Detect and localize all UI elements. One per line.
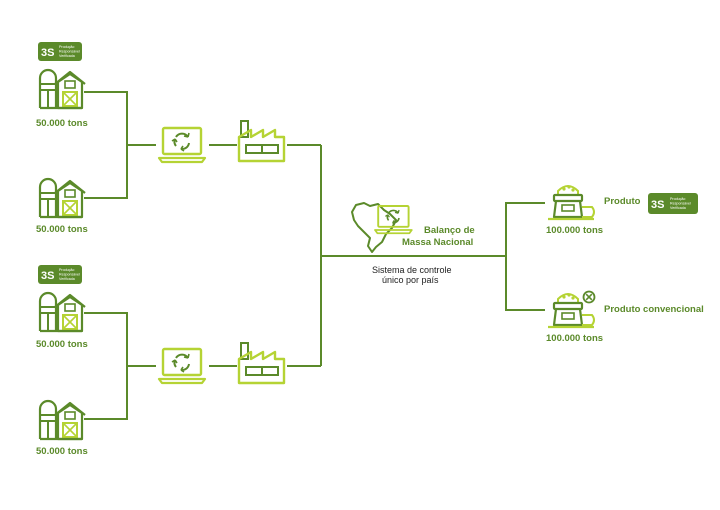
control-system-line2: único por país <box>382 275 439 285</box>
laptop-recycle-icon <box>157 126 207 164</box>
svg-text:Responsável: Responsável <box>59 50 80 54</box>
farm-4-tons: 50.000 tons <box>36 446 88 457</box>
mass-balance-title-line2: Massa Nacional <box>402 237 473 248</box>
svg-text:3S: 3S <box>651 199 664 211</box>
farm-2-tons: 50.000 tons <box>36 224 88 235</box>
barn-silo-icon <box>38 177 87 219</box>
grain-sack-icon <box>546 184 596 221</box>
connector-lines <box>84 91 545 420</box>
svg-text:Produção: Produção <box>670 197 685 201</box>
output-conventional: Produto convencional 100.000 tons <box>546 290 704 344</box>
svg-text:Responsável: Responsável <box>59 273 80 277</box>
x-circle-icon <box>582 290 596 304</box>
farm-3: 50.000 tons <box>36 291 88 350</box>
output-certified-tons: 100.000 tons <box>546 225 603 236</box>
certified-badge: 3S Produção Responsável Verificada <box>38 42 82 61</box>
farm-1-tons: 50.000 tons <box>36 118 88 129</box>
national-mass-balance: Balanço de Massa Nacional Sistema de con… <box>351 202 475 285</box>
svg-text:Verificada: Verificada <box>670 206 686 210</box>
certified-badge: 3S Produção Responsável Verificada <box>38 265 82 284</box>
output-conventional-label: Produto convencional <box>604 304 704 315</box>
factory-icon <box>237 119 286 163</box>
farm-3-tons: 50.000 tons <box>36 339 88 350</box>
farm-1: 50.000 tons <box>36 68 88 129</box>
factory-icon <box>237 341 286 385</box>
output-conventional-tons: 100.000 tons <box>546 333 603 344</box>
laptop-recycle-icon <box>157 347 207 385</box>
barn-silo-icon <box>38 399 87 441</box>
output-certified-label: Produto <box>604 196 641 207</box>
svg-text:3S: 3S <box>41 47 54 59</box>
mass-balance-title-line1: Balanço de <box>424 225 475 236</box>
svg-text:Produção: Produção <box>59 45 74 49</box>
barn-silo-icon <box>38 68 87 110</box>
farm-2: 50.000 tons <box>36 177 88 235</box>
certified-badge: 3S Produção Responsável Verificada <box>648 193 698 214</box>
svg-text:Verificada: Verificada <box>59 277 75 281</box>
svg-text:Responsável: Responsável <box>670 202 691 206</box>
svg-text:3S: 3S <box>41 270 54 282</box>
svg-text:Produção: Produção <box>59 268 74 272</box>
output-certified: Produto 3S Produção Responsável Verifica… <box>546 184 698 236</box>
control-system-line1: Sistema de controle <box>372 265 452 275</box>
farm-4: 50.000 tons <box>36 399 88 457</box>
barn-silo-icon <box>38 291 87 333</box>
svg-text:Verificada: Verificada <box>59 54 75 58</box>
